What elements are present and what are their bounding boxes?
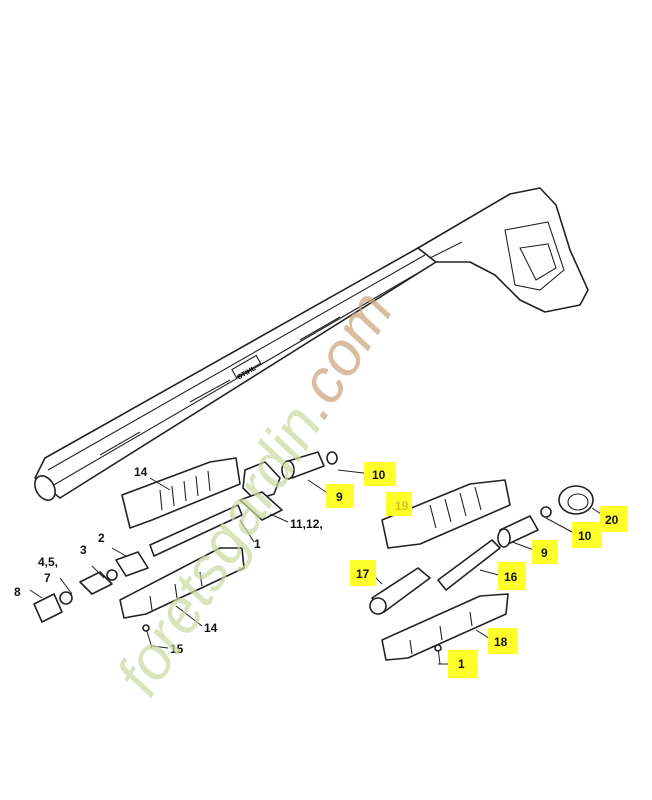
label-11-12: 11,12, bbox=[290, 517, 323, 531]
label-18: 18 bbox=[494, 635, 508, 649]
right-assembly bbox=[369, 479, 594, 665]
label-14-top: 14 bbox=[134, 465, 148, 479]
highlight-16 bbox=[498, 562, 526, 590]
label-1-left: 1 bbox=[254, 537, 261, 551]
label-20: 20 bbox=[605, 513, 619, 527]
gun-handle bbox=[417, 187, 589, 313]
part-labels: 14 10 9 1 11,12, 2 3 4,5, 7 8 14 15 19 2… bbox=[14, 465, 619, 671]
label-10-top: 10 bbox=[372, 468, 386, 482]
label-8: 8 bbox=[14, 585, 21, 599]
highlight-20 bbox=[600, 506, 628, 532]
highlight-9-top bbox=[326, 484, 354, 508]
spray-lance: STIHL bbox=[34, 247, 437, 501]
label-17: 17 bbox=[356, 567, 370, 581]
label-2: 2 bbox=[98, 531, 105, 545]
label-14-bottom: 14 bbox=[204, 621, 218, 635]
label-3: 3 bbox=[80, 543, 87, 557]
highlights bbox=[326, 462, 628, 678]
highlight-10-right bbox=[572, 522, 602, 548]
label-19: 19 bbox=[395, 499, 409, 513]
highlight-19 bbox=[386, 492, 412, 516]
label-9-right: 9 bbox=[541, 546, 548, 560]
label-9-top: 9 bbox=[336, 490, 343, 504]
highlight-18 bbox=[488, 628, 518, 654]
highlight-17 bbox=[350, 560, 376, 586]
label-10-right: 10 bbox=[578, 529, 592, 543]
highlight-9-right bbox=[532, 540, 558, 564]
label-1-right: 1 bbox=[458, 657, 465, 671]
highlight-10-top bbox=[364, 462, 396, 486]
label-7: 7 bbox=[44, 571, 51, 585]
label-16: 16 bbox=[504, 570, 518, 584]
highlight-1-right bbox=[448, 650, 478, 678]
leader-lines bbox=[29, 469, 605, 665]
label-15: 15 bbox=[170, 642, 184, 656]
label-4-5: 4,5, bbox=[38, 555, 58, 569]
